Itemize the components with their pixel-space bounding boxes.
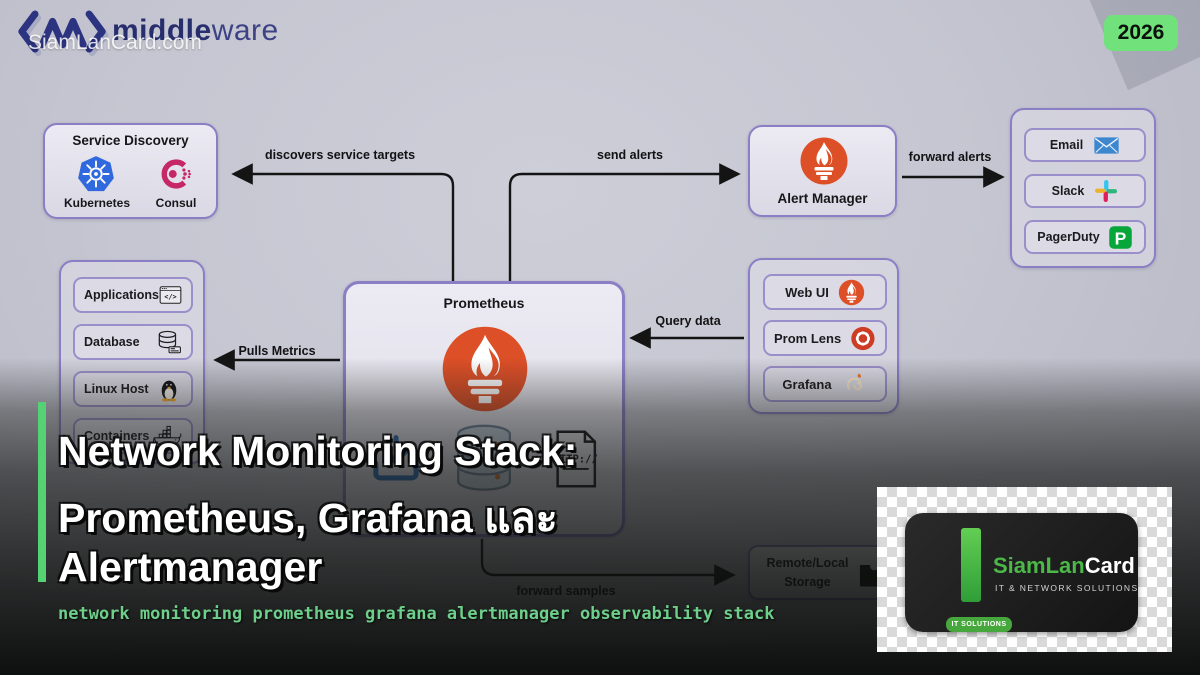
prometheus-icon [799,136,849,186]
code-window-icon [159,282,182,308]
kubernetes-label: Kubernetes [63,196,131,210]
arrow-label-forward-samples: forward samples [516,584,616,598]
consul-label: Consul [155,196,197,210]
alert-manager-box: Alert Manager [748,125,897,217]
consul-icon [158,156,194,192]
arrow-label-forward-alerts: forward alerts [908,150,992,164]
database-chip: Database [73,324,193,360]
applications-label: Applications [84,288,160,302]
arrow-label-query-data: Query data [655,314,721,328]
brand-card-name-white: Card [1084,553,1135,578]
year-badge: 2026 [1104,15,1178,51]
storage-label: Remote/Local Storage [760,554,855,592]
title-line-2: Prometheus, Grafana และ [58,495,558,541]
brand-card-badge: IT SOLUTIONS [946,617,1012,632]
grafana-chip: Grafana [763,366,887,402]
database-icon [155,329,182,356]
title-line-3: Alertmanager [58,544,323,590]
service-discovery-title: Service Discovery [72,133,189,148]
prometheus-icon [838,279,865,306]
title-line-1: Network Monitoring Stack: [58,428,578,474]
pagerduty-chip: PagerDuty [1024,220,1146,254]
pagerduty-label: PagerDuty [1037,230,1100,244]
arrow-label-pulls-metrics: Pulls Metrics [238,344,316,358]
linux-host-label: Linux Host [84,382,149,396]
prom-lens-chip: Prom Lens [763,320,887,356]
arrow-label-send-alerts: send alerts [596,148,664,162]
database-label: Database [84,335,140,349]
query-tools-box: Web UI Prom Lens Grafana [748,258,899,414]
slack-chip: Slack [1024,174,1146,208]
brand-card-name-green: SiamLan [993,553,1085,578]
green-accent-bar [38,402,46,582]
storage-label-line2: Storage [784,575,831,589]
header: middleware SiamLanCard.com 2026 [0,0,1200,90]
prometheus-title: Prometheus [443,295,525,311]
applications-chip: Applications [73,277,193,313]
brand-card-tagline: IT & NETWORK SOLUTIONS [995,583,1139,593]
slack-icon [1094,179,1118,203]
email-label: Email [1049,138,1084,152]
keywords-text: network monitoring prometheus grafana al… [58,604,775,624]
storage-label-line1: Remote/Local [766,556,849,570]
pagerduty-icon [1108,225,1133,250]
alert-manager-label: Alert Manager [777,191,868,206]
arrow-discovers-service-targets [231,163,455,281]
middleware-wordmark-light: ware [211,14,279,47]
kubernetes-icon [77,155,115,193]
arrow-label-discovers: discovers service targets [264,148,416,162]
web-ui-label: Web UI [785,284,829,300]
service-discovery-box: Service Discovery Kubernetes Consul [43,123,218,219]
web-ui-chip: Web UI [763,274,887,310]
email-chip: Email [1024,128,1146,162]
watermark-text: SiamLanCard.com [28,31,202,54]
prometheus-icon [440,324,530,414]
slack-label: Slack [1051,184,1085,198]
brand-card: IT SOLUTIONS SiamLanCard IT & NETWORK SO… [905,513,1138,632]
brand-card-panel: IT SOLUTIONS SiamLanCard IT & NETWORK SO… [877,487,1172,652]
brand-card-bar [961,528,981,602]
prom-lens-label: Prom Lens [774,330,842,346]
brand-card-name: SiamLanCard [993,553,1135,579]
arrow-send-alerts [508,163,741,281]
grafana-icon [841,371,868,398]
grafana-label: Grafana [782,376,832,392]
linux-host-chip: Linux Host [73,371,193,407]
email-envelope-icon [1093,132,1120,159]
promlens-icon [850,325,876,352]
linux-penguin-icon [156,376,182,402]
notifications-box: Email Slack PagerDuty [1010,108,1156,268]
